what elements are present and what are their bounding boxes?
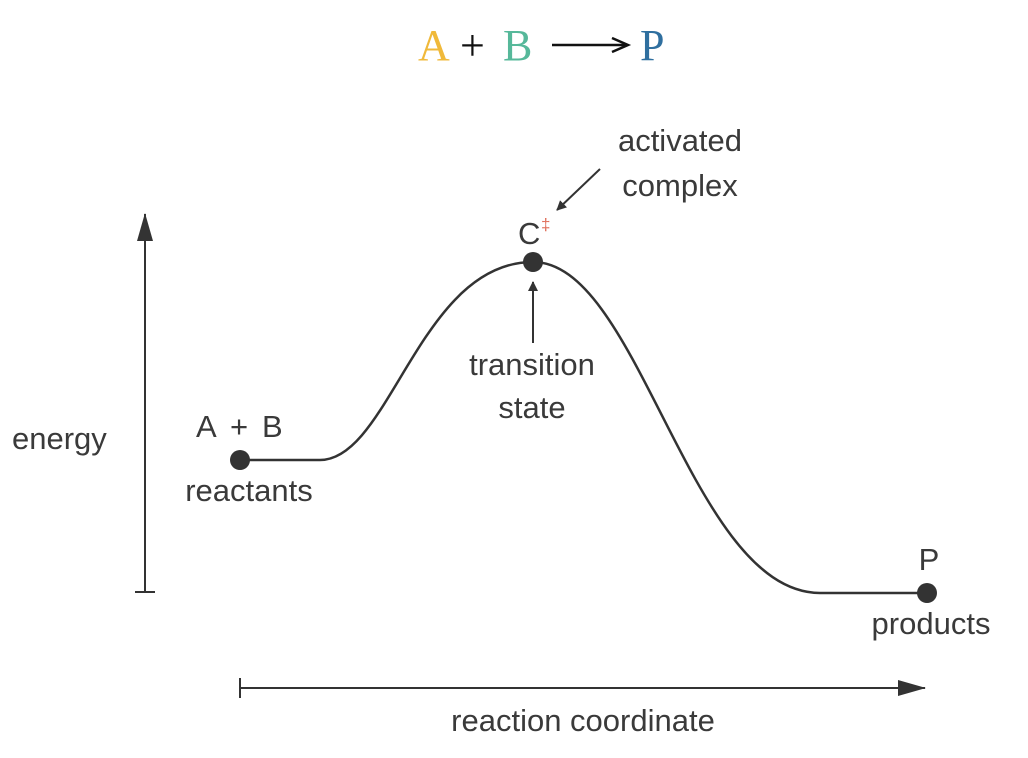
transition-superscript: ‡ — [541, 215, 550, 234]
products-dot — [917, 583, 937, 603]
y-axis-label: energy — [12, 421, 107, 456]
equation-reactant-b: B — [503, 21, 532, 70]
activated-complex-line2: complex — [622, 168, 738, 203]
transition-species-label: C — [518, 216, 540, 251]
transition-label-line2: state — [498, 390, 565, 425]
activated-complex-annotation: activated complex — [556, 123, 742, 211]
reactants-label: reactants — [185, 473, 313, 508]
energy-curve — [240, 260, 927, 595]
equation-reactant-a: A — [418, 21, 450, 70]
reactants-point: A + B reactants — [185, 409, 313, 508]
equation-arrow-head-icon — [611, 36, 632, 54]
reaction-equation: A + B P — [418, 21, 664, 70]
reactant-a-label: A — [196, 409, 217, 444]
products-point: P products — [872, 542, 991, 641]
x-axis-label: reaction coordinate — [451, 703, 715, 738]
y-axis: energy — [12, 213, 155, 593]
activated-complex-line1: activated — [618, 123, 742, 158]
reactants-dot — [230, 450, 250, 470]
reactant-b-label: B — [262, 409, 283, 444]
products-label: products — [872, 606, 991, 641]
activated-complex-arrow-pointer-icon — [556, 168, 601, 211]
equation-plus: + — [460, 21, 485, 70]
transition-label-line1: transition — [469, 347, 595, 382]
transition-state-dot — [523, 252, 543, 272]
x-axis: reaction coordinate — [239, 678, 926, 738]
transition-state-point: C ‡ transition state — [469, 215, 595, 425]
equation-product: P — [640, 21, 664, 70]
product-species-label: P — [919, 542, 940, 577]
reactants-plus-label: + — [230, 409, 248, 444]
